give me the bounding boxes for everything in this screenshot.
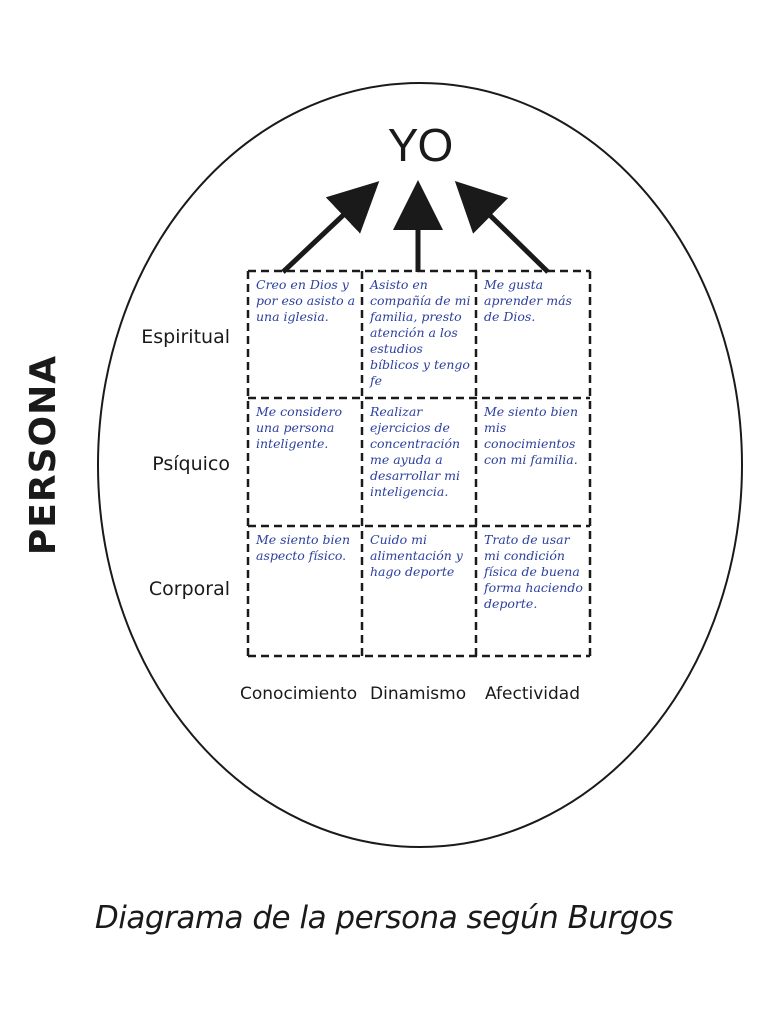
persona-label: PERSONA: [23, 354, 64, 556]
cell-psiquico-afectividad: Me siento bien mis conocimientos con mi …: [484, 404, 579, 467]
cell-espiritual-conocimiento: Creo en Dios y por eso asisto a una igle…: [256, 277, 356, 324]
cell-corporal-conocimiento: Me siento bien aspecto físico.: [256, 532, 351, 563]
row-label-psiquico: Psíquico: [152, 453, 230, 475]
dashed-grid: [246, 269, 592, 658]
diagram-caption: Diagrama de la persona según Burgos: [94, 900, 674, 936]
arrow-conocimiento: [281, 181, 380, 274]
column-label-afectividad: Afectividad: [485, 684, 580, 704]
yo-label: YO: [387, 119, 453, 171]
persona-ellipse: [97, 82, 743, 848]
cell-espiritual-afectividad: Me gusta aprender más de Dios.: [484, 277, 572, 324]
cell-psiquico-conocimiento: Me considero una persona inteligente.: [256, 404, 343, 451]
column-label-conocimiento: Conocimiento: [240, 684, 358, 704]
cell-corporal-afectividad: Trato de usar mi condición física de bue…: [484, 532, 583, 611]
cell-psiquico-dinamismo: Realizar ejercicios de concentración me …: [370, 404, 461, 499]
cell-corporal-dinamismo: Cuido mi alimentación y hago deporte: [370, 532, 463, 579]
row-label-corporal: Corporal: [148, 578, 230, 600]
column-label-dinamismo: Dinamismo: [370, 684, 467, 704]
cell-espiritual-dinamismo: Asisto en compañía de mi familia, presto…: [370, 277, 471, 388]
arrow-afectividad: [454, 181, 550, 274]
row-label-espiritual: Espiritual: [141, 326, 230, 348]
